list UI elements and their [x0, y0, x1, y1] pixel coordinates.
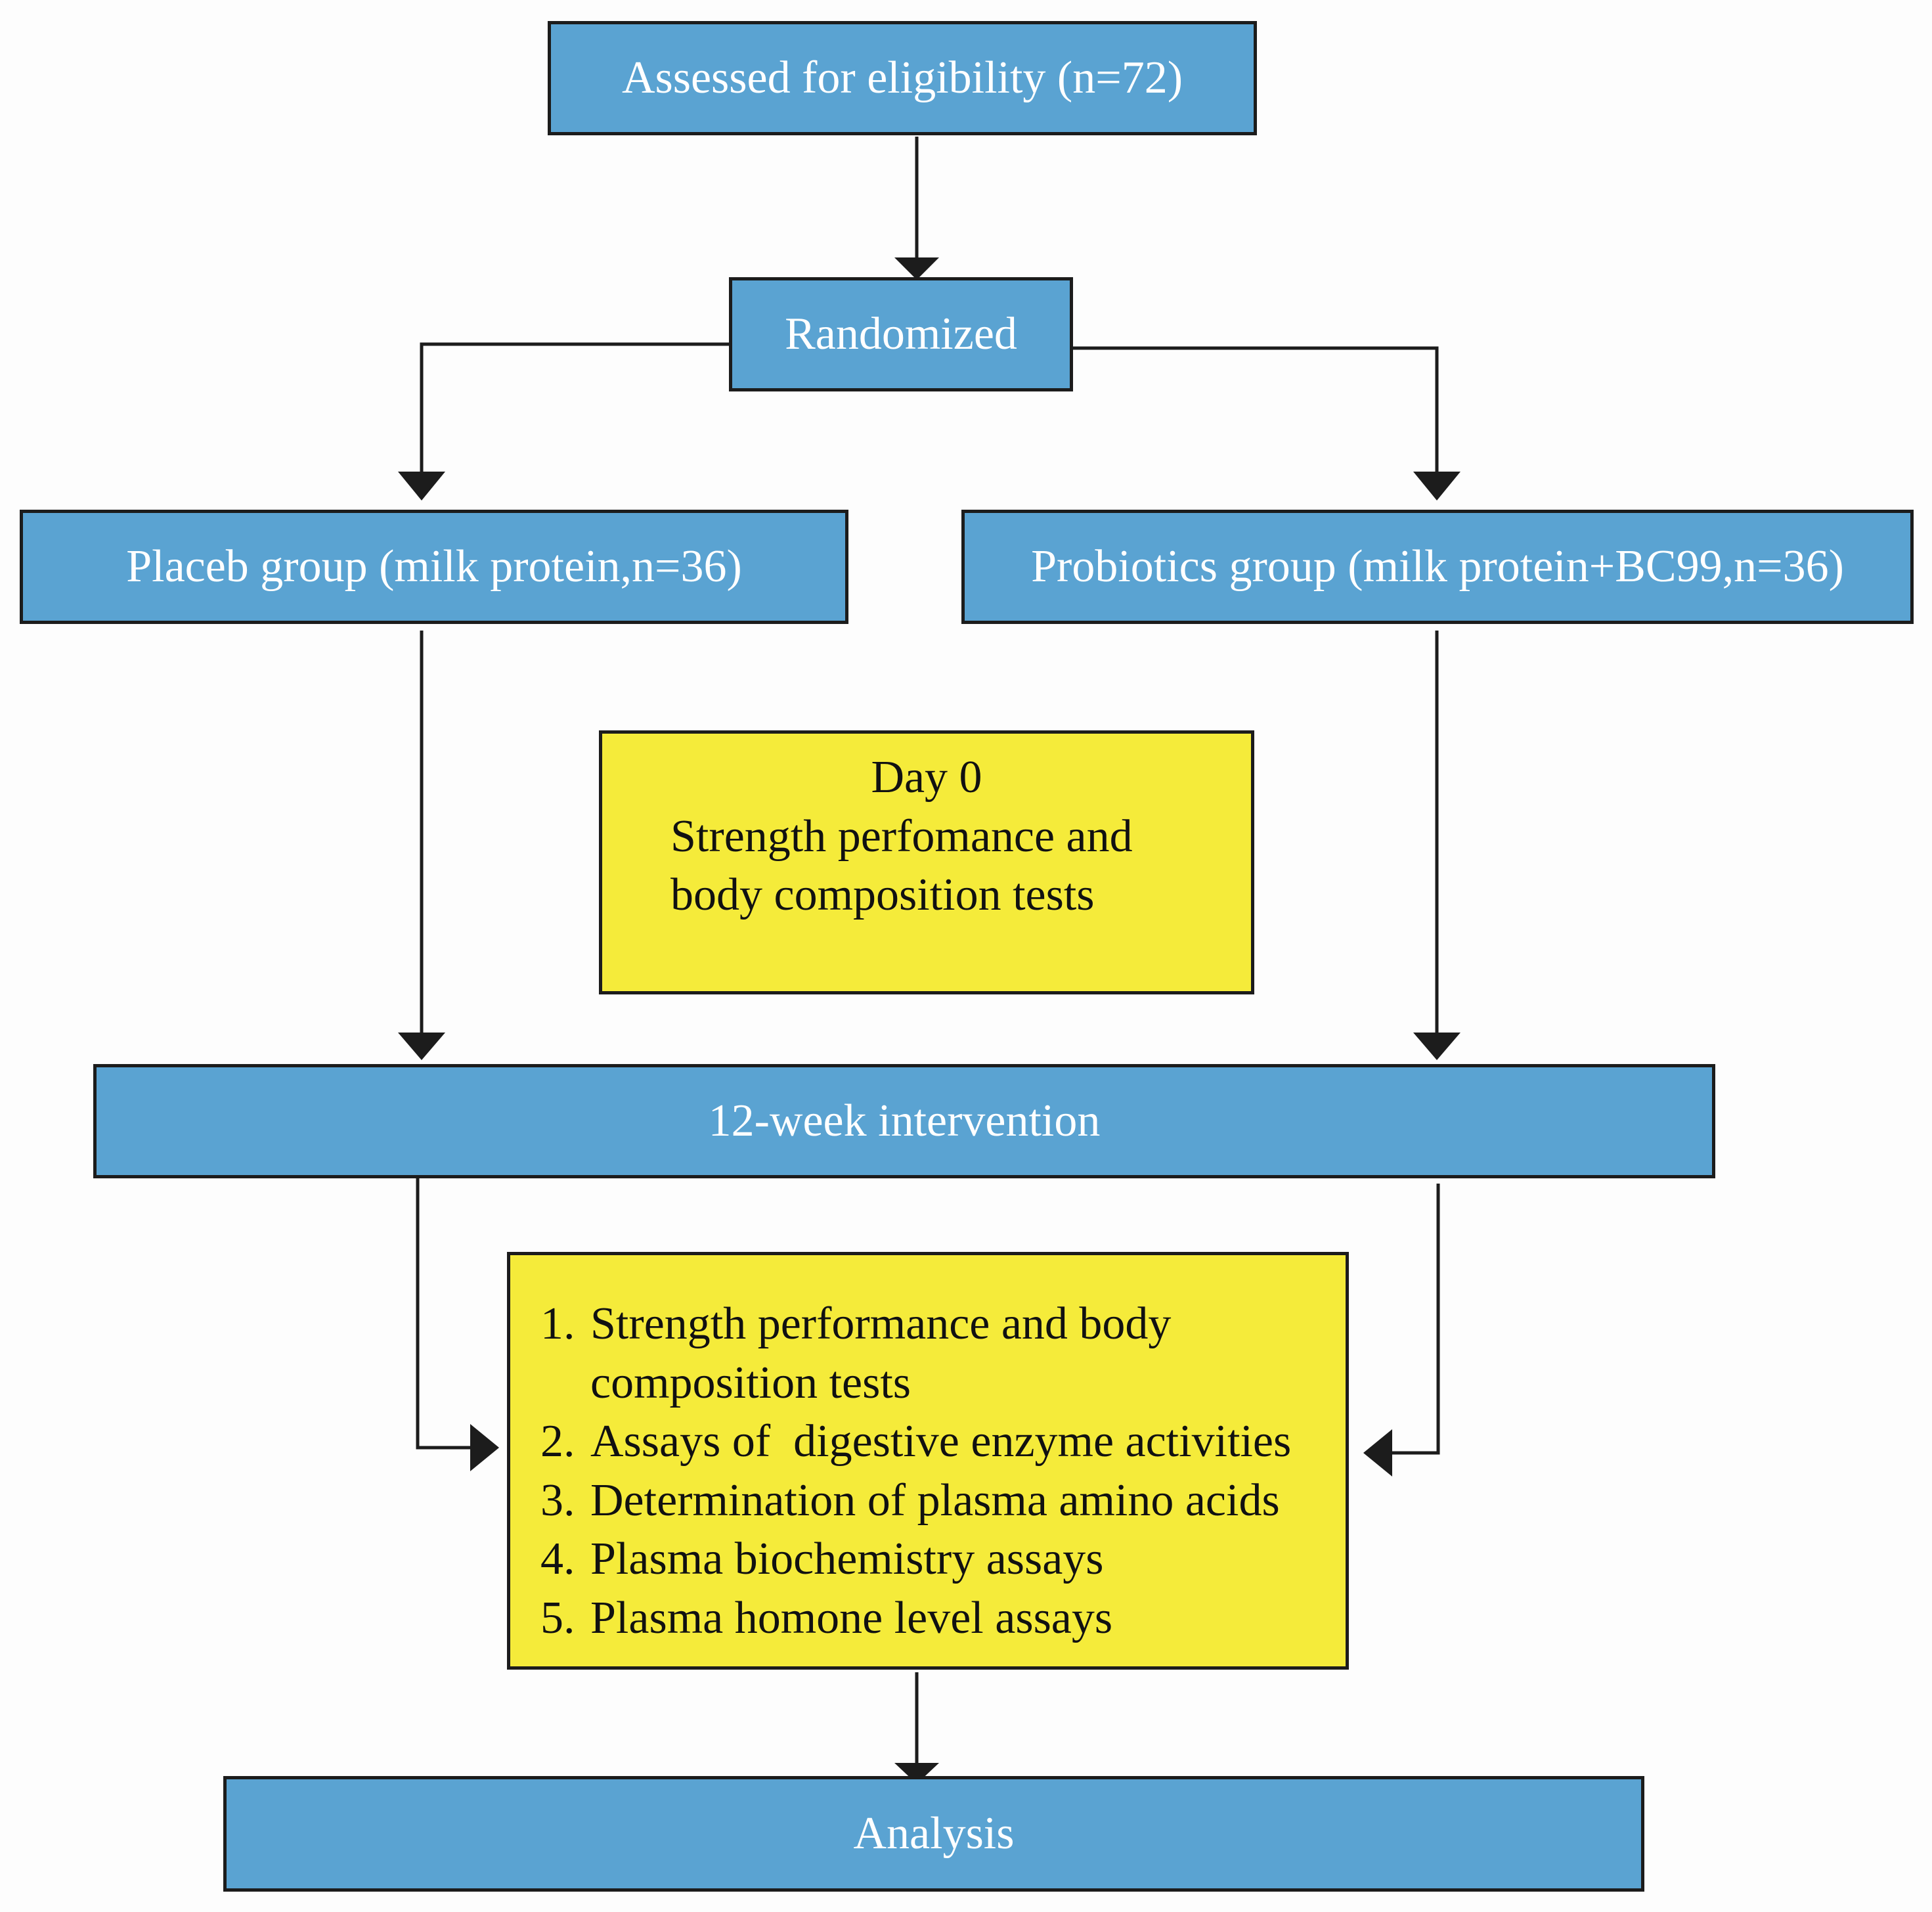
arrowhead-intervention-right	[1413, 1033, 1460, 1060]
arrowhead-randomized	[894, 257, 939, 280]
placebo-group-box: Placeb group (milk protein,n=36)	[20, 510, 848, 624]
day0-line-2: body composition tests	[670, 870, 1095, 921]
assessed-box: Assessed for eligibility (n=72)	[548, 21, 1257, 135]
outcome-item-1: 1. Strength performance and body composi…	[540, 1295, 1346, 1412]
outcomes-box: 1. Strength performance and body composi…	[507, 1252, 1349, 1670]
outcome-text-1-continuation: composition tests	[590, 1357, 911, 1408]
connector-randomized-to-placebo	[420, 342, 730, 473]
arrowhead-intervention-left	[398, 1033, 445, 1060]
arrowhead-analysis	[894, 1763, 939, 1784]
assessed-label: Assessed for eligibility (n=72)	[621, 53, 1183, 104]
outcome-text-4: Plasma biochemistry assays	[590, 1534, 1104, 1585]
outcome-text-5: Plasma homone level assays	[590, 1592, 1113, 1643]
analysis-label: Analysis	[853, 1808, 1015, 1859]
outcome-text-2: Assays of digestive enzyme activities	[590, 1416, 1292, 1467]
arrowhead-outcomes-right	[1363, 1429, 1392, 1477]
intervention-box: 12-week intervention	[93, 1064, 1715, 1178]
outcome-item-2: 2. Assays of digestive enzyme activities	[540, 1412, 1346, 1471]
randomized-label: Randomized	[785, 309, 1017, 360]
outcome-number-4: 4.	[540, 1534, 575, 1585]
outcome-item-3: 3. Determination of plasma amino acids	[540, 1471, 1346, 1530]
probiotics-group-box: Probiotics group (milk protein+BC99,n=36…	[961, 510, 1914, 624]
arrowhead-outcomes-left	[470, 1424, 499, 1471]
outcome-item-4: 4. Plasma biochemistry assays	[540, 1530, 1346, 1589]
outcome-item-5: 5. Plasma homone level assays	[540, 1589, 1346, 1648]
placebo-group-label: Placeb group (milk protein,n=36)	[126, 541, 742, 592]
outcome-number-3: 3.	[540, 1475, 575, 1526]
probiotics-group-label: Probiotics group (milk protein+BC99,n=36…	[1031, 541, 1844, 592]
intervention-label: 12-week intervention	[708, 1096, 1101, 1147]
day0-box: Day 0 Strength perfomance and body compo…	[599, 730, 1254, 994]
outcome-number-5: 5.	[540, 1592, 575, 1643]
outcome-number-1: 1.	[540, 1299, 575, 1349]
arrowhead-placebo	[398, 472, 445, 500]
day0-heading: Day 0	[871, 752, 982, 803]
outcome-number-2: 2.	[540, 1416, 575, 1467]
connector-intervention-to-outcomes-right	[1391, 1184, 1440, 1455]
connector-randomized-to-probiotics	[1072, 346, 1439, 473]
outcome-text-1: Strength performance and body	[590, 1299, 1172, 1349]
connector-intervention-to-outcomes-left	[416, 1178, 473, 1450]
arrowhead-probiotics	[1413, 472, 1460, 500]
day0-line-1: Strength perfomance and	[670, 811, 1133, 862]
analysis-box: Analysis	[223, 1776, 1644, 1892]
outcome-text-3: Determination of plasma amino acids	[590, 1475, 1280, 1526]
randomized-box: Randomized	[729, 277, 1073, 391]
outcomes-list: 1. Strength performance and body composi…	[540, 1295, 1346, 1648]
